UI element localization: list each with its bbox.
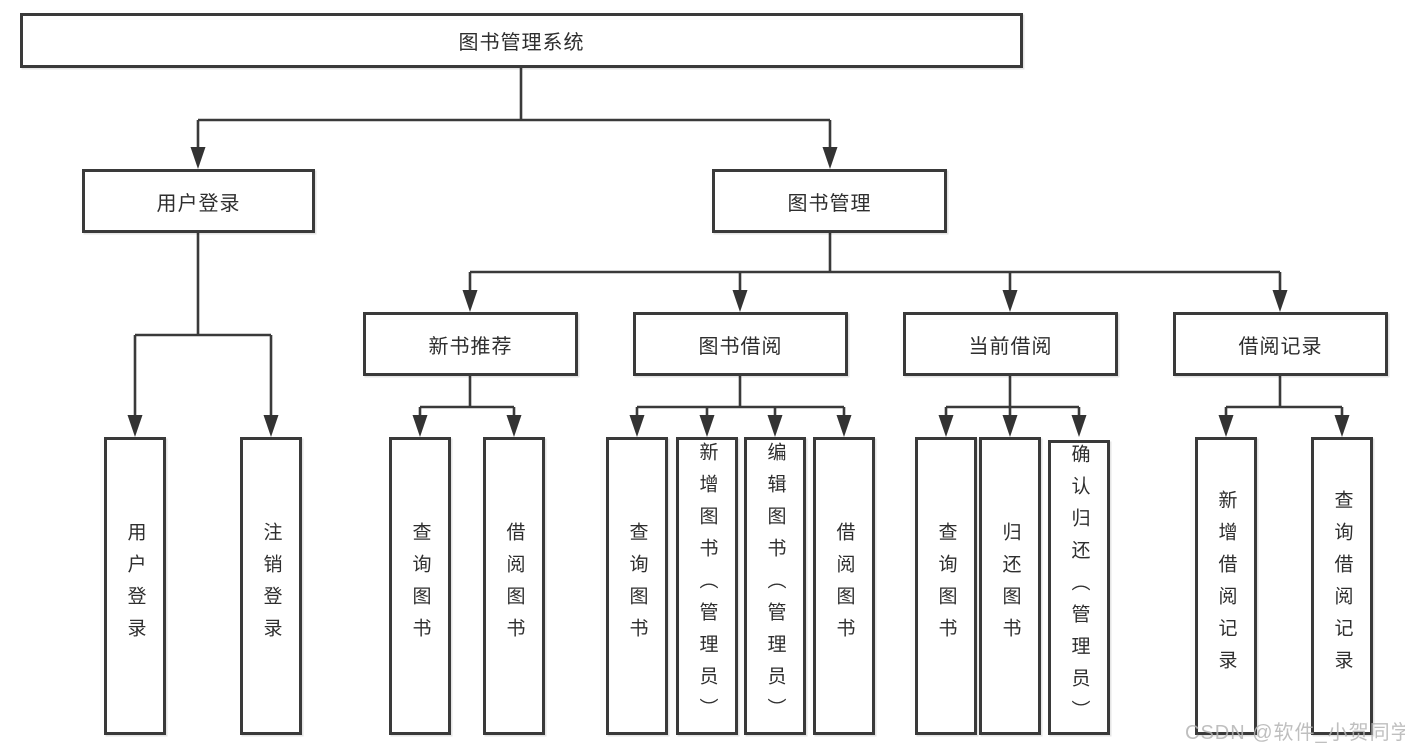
node-label: 当前借阅 (968, 335, 1053, 358)
node-label: 查询图书 (626, 522, 648, 650)
node-label: 图书管理系统 (458, 32, 585, 54)
node-book-management-module: 图书管理 (712, 169, 947, 233)
leaf-query-books-current: 查询图书 (915, 437, 977, 735)
leaf-edit-book-admin: 编辑图书（管理员） (744, 437, 806, 735)
leaf-return-book: 归还图书 (979, 437, 1041, 735)
leaf-add-book-admin: 新增图书（管理员） (676, 437, 738, 735)
node-current-borrowing: 当前借阅 (903, 312, 1118, 376)
node-label: 借阅记录 (1238, 335, 1323, 358)
node-label: 图书借阅 (698, 335, 783, 358)
node-label: 确认归还（管理员） (1068, 443, 1090, 732)
node-user-login-module: 用户登录 (82, 169, 315, 233)
leaf-query-books-recommend: 查询图书 (389, 437, 451, 735)
node-label: 编辑图书（管理员） (764, 442, 786, 730)
leaf-user-login: 用户登录 (104, 437, 166, 735)
node-label: 新书推荐 (428, 335, 513, 358)
node-book-borrowing: 图书借阅 (633, 312, 848, 376)
leaf-query-books-borrowing: 查询图书 (606, 437, 668, 735)
node-new-book-recommend: 新书推荐 (363, 312, 578, 376)
node-root-system: 图书管理系统 (20, 13, 1023, 68)
leaf-borrow-books-borrowing: 借阅图书 (813, 437, 875, 735)
csdn-watermark: CSDN @软件_小贺同学 (1185, 722, 1405, 744)
node-label: 借阅图书 (833, 522, 855, 650)
leaf-add-borrow-record: 新增借阅记录 (1195, 437, 1257, 735)
node-label: 新增借阅记录 (1215, 490, 1237, 682)
node-label: 归还图书 (999, 522, 1021, 650)
node-label: 查询图书 (935, 522, 957, 650)
node-borrowing-records: 借阅记录 (1173, 312, 1388, 376)
leaf-query-borrow-record: 查询借阅记录 (1311, 437, 1373, 735)
leaf-logout: 注销登录 (240, 437, 302, 735)
node-label: 注销登录 (260, 522, 282, 650)
node-label: 用户登录 (156, 192, 241, 215)
node-label: 查询借阅记录 (1331, 490, 1353, 682)
node-label: 查询图书 (409, 522, 431, 650)
node-label: 借阅图书 (503, 522, 525, 650)
node-label: 图书管理 (787, 192, 872, 215)
node-label: 新增图书（管理员） (696, 442, 718, 730)
node-label: 用户登录 (124, 522, 146, 650)
leaf-confirm-return-admin: 确认归还（管理员） (1048, 440, 1110, 735)
leaf-borrow-books-recommend: 借阅图书 (483, 437, 545, 735)
